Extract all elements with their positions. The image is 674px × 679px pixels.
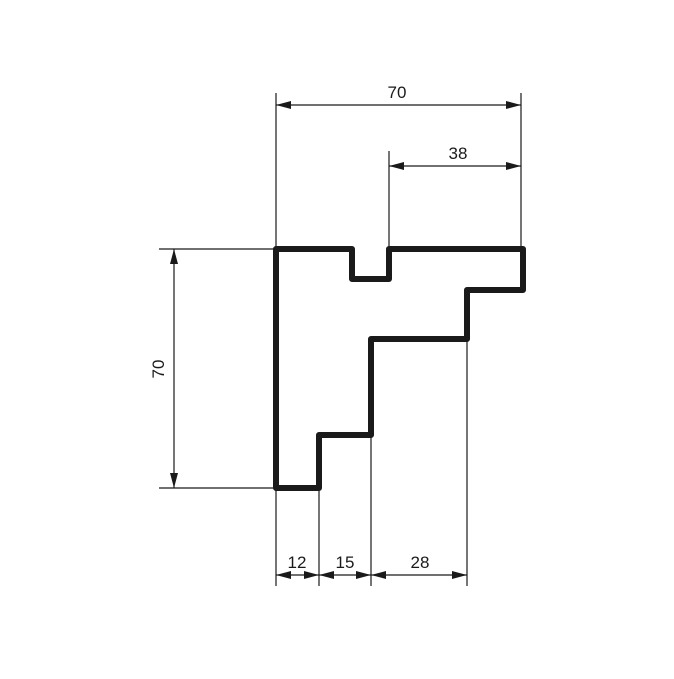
- dim-text-bottom-28: 28: [411, 553, 430, 572]
- arrow-b12-left: [276, 571, 291, 579]
- arrow-b12-right: [304, 571, 319, 579]
- arrow-top38-left: [389, 162, 404, 170]
- dim-text-left-height: 70: [149, 360, 168, 379]
- arrowheads: [170, 101, 521, 579]
- arrow-left70-bottom: [170, 473, 178, 488]
- arrow-left70-top: [170, 249, 178, 264]
- extension-lines: [159, 93, 522, 586]
- arrow-top70-left: [276, 101, 291, 109]
- dim-text-top-total: 70: [388, 83, 407, 102]
- dim-text-bottom-15: 15: [336, 553, 355, 572]
- arrow-b28-left: [371, 571, 386, 579]
- arrow-b28-right: [452, 571, 467, 579]
- dim-text-top-right: 38: [449, 144, 468, 163]
- arrow-top38-right: [506, 162, 521, 170]
- arrow-b15-right: [356, 571, 371, 579]
- profile-outline: [273, 246, 526, 491]
- dim-text-bottom-12: 12: [288, 553, 307, 572]
- arrow-top70-right: [506, 101, 521, 109]
- arrow-b15-left: [319, 571, 334, 579]
